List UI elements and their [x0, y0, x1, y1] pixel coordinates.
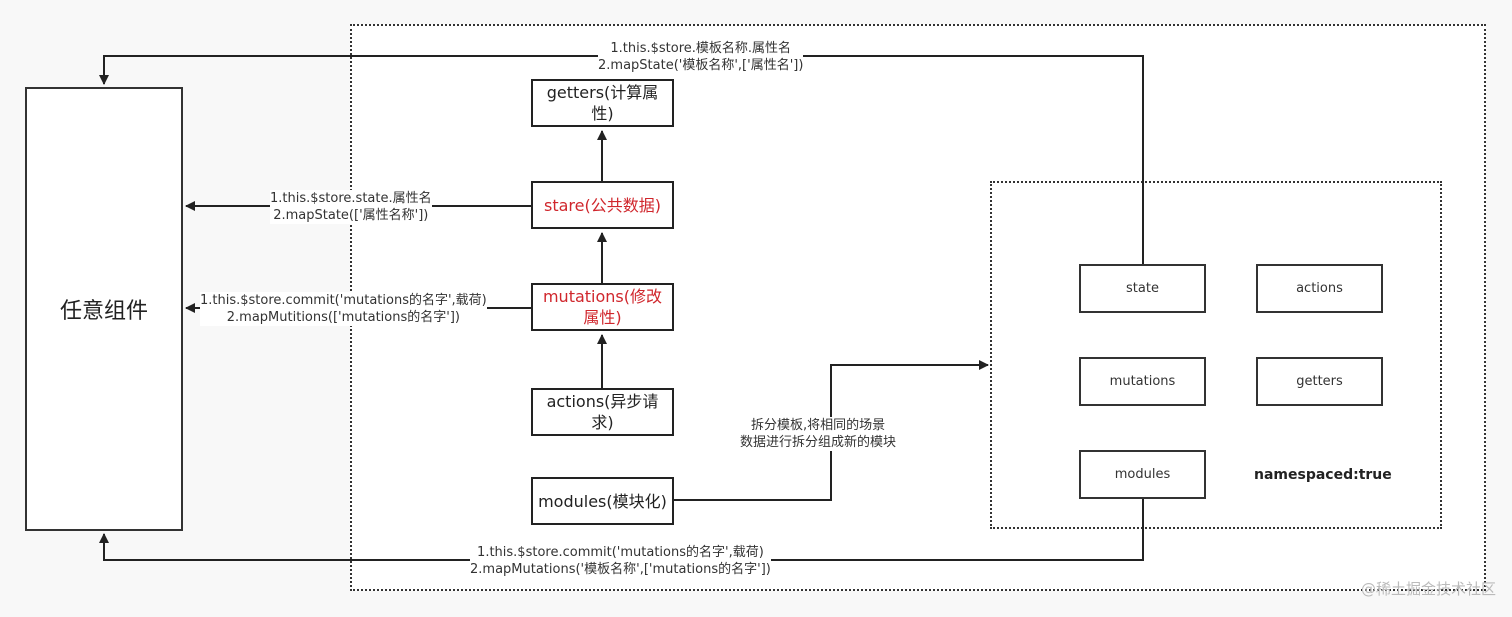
- module-mutations-box: mutations: [1079, 357, 1206, 406]
- mutations-label: mutations(修改属性): [542, 287, 663, 327]
- edge-label-line: 2.mapMutitions(['mutations的名字']): [226, 310, 460, 325]
- edge-label-modules-split: 拆分模板,将相同的场景 数据进行拆分组成新的模块: [740, 417, 897, 451]
- module-getters-label: getters: [1296, 374, 1343, 389]
- edge-label-line: 1.this.$store.commit('mutations的名字',载荷): [200, 293, 487, 308]
- module-actions-box: actions: [1256, 264, 1383, 313]
- edge-label-line: 1.this.$store.state.属性名: [270, 191, 432, 206]
- edge-label-line: 2.mapMutations('模板名称',['mutations的名字']): [470, 562, 771, 577]
- edge-label-mutations: 1.this.$store.commit('mutations的名字',载荷) …: [200, 292, 487, 326]
- edge-label-module-state: 1.this.$store.模板名称.属性名 2.mapState('模板名称'…: [598, 40, 804, 74]
- modules-box: modules(模块化): [531, 477, 674, 525]
- component-box: 任意组件: [25, 87, 183, 531]
- module-getters-box: getters: [1256, 357, 1383, 406]
- edge-label-module-mutations: 1.this.$store.commit('mutations的名字',载荷) …: [470, 544, 771, 578]
- namespaced-label: namespaced:true: [1254, 467, 1392, 483]
- state-box: stare(公共数据): [531, 181, 674, 229]
- module-modules-box: modules: [1079, 450, 1206, 499]
- getters-box: getters(计算属性): [531, 79, 674, 127]
- module-state-box: state: [1079, 264, 1206, 313]
- edge-label-line: 2.mapState('模板名称',['属性名']): [598, 58, 804, 73]
- component-label: 任意组件: [59, 299, 148, 324]
- edge-label-line: 2.mapState(['属性名称']): [273, 208, 429, 223]
- module-actions-label: actions: [1296, 281, 1343, 296]
- modules-label: modules(模块化): [538, 491, 667, 511]
- actions-box: actions(异步请求): [531, 388, 674, 436]
- module-mutations-label: mutations: [1109, 374, 1176, 389]
- edge-label-line: 1.this.$store.commit('mutations的名字',载荷): [477, 545, 764, 560]
- module-state-label: state: [1126, 281, 1159, 296]
- actions-label: actions(异步请求): [546, 392, 659, 432]
- state-label: stare(公共数据): [544, 195, 661, 215]
- edge-label-line: 1.this.$store.模板名称.属性名: [610, 41, 792, 56]
- module-region: [990, 181, 1442, 529]
- edge-label-line: 拆分模板,将相同的场景: [750, 418, 886, 433]
- watermark: @稀土掘金技术社区: [1360, 580, 1496, 598]
- edge-label-state: 1.this.$store.state.属性名 2.mapState(['属性名…: [270, 190, 432, 224]
- module-modules-label: modules: [1114, 467, 1171, 482]
- edge-label-line: 数据进行拆分组成新的模块: [740, 435, 897, 450]
- mutations-box: mutations(修改属性): [531, 283, 674, 331]
- getters-label: getters(计算属性): [546, 83, 659, 123]
